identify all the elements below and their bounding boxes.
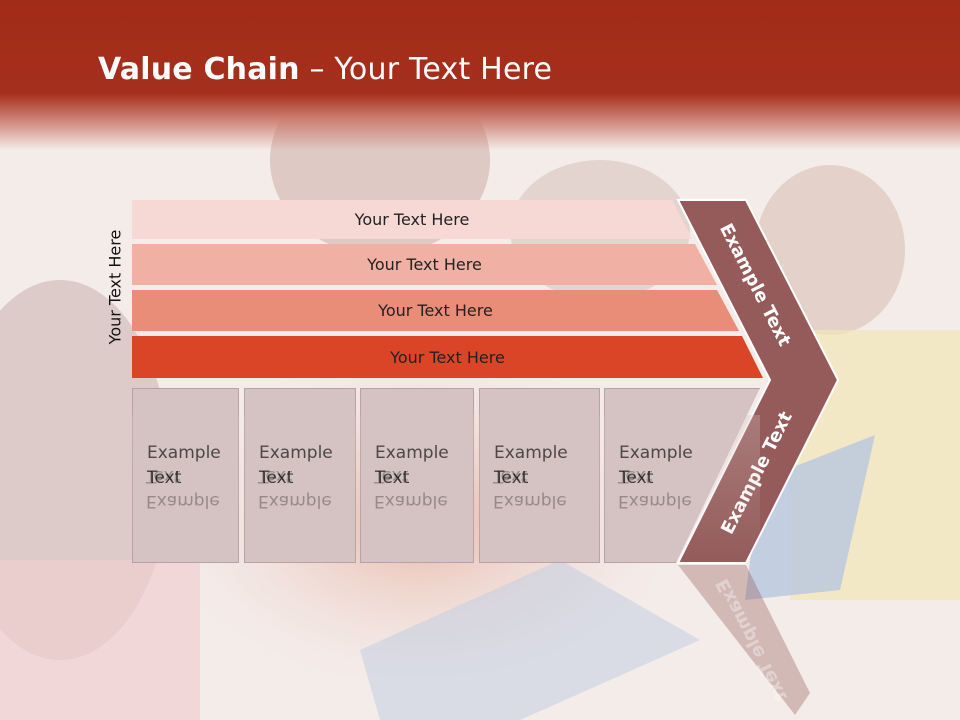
slide-title: Value Chain – Your Text Here xyxy=(98,52,552,87)
box-2-line1: Example xyxy=(259,443,333,463)
refl-5-line2: Text xyxy=(618,466,653,486)
bar-3: Your Text Here xyxy=(132,290,739,331)
chevron-reflection xyxy=(678,565,810,715)
refl-2-line1: Example xyxy=(258,491,332,511)
header-band xyxy=(0,0,960,150)
refl-1-line2: Text xyxy=(146,466,181,486)
title-rest: – Your Text Here xyxy=(299,52,553,87)
bar-4: Your Text Here xyxy=(132,336,763,378)
refl-1-line1: Example xyxy=(146,491,220,511)
refl-4-line1: Example xyxy=(493,491,567,511)
bar-4-label: Your Text Here xyxy=(390,347,505,367)
box-5-line1: Example xyxy=(619,443,693,463)
box-4-line2: Text xyxy=(494,468,529,488)
refl-3-line2: Text xyxy=(374,466,409,486)
bar-1-label: Your Text Here xyxy=(354,210,470,229)
bar-2: Your Text Here xyxy=(132,244,717,285)
box-4-line1: Example xyxy=(494,443,568,463)
bar-2-label: Your Text Here xyxy=(367,255,482,274)
bar-3-label: Your Text Here xyxy=(378,301,493,320)
refl-2-line2: Text xyxy=(258,466,293,486)
box-1-line2: Text xyxy=(147,468,182,488)
box-3-line1: Example xyxy=(375,443,449,463)
title-bold: Value Chain xyxy=(98,52,300,87)
box-3-line2: Text xyxy=(375,468,410,488)
refl-5-line1: Example xyxy=(618,491,692,511)
box-2-line2: Text xyxy=(259,468,294,488)
refl-4-line2: Text xyxy=(493,466,528,486)
side-label: Your Text Here xyxy=(105,229,125,345)
refl-3-line1: Example xyxy=(374,491,448,511)
bar-1: Your Text Here xyxy=(132,200,692,239)
chevron-arrow xyxy=(676,199,840,564)
box-5-line2: Text xyxy=(619,468,654,488)
box-1-line1: Example xyxy=(147,443,221,463)
